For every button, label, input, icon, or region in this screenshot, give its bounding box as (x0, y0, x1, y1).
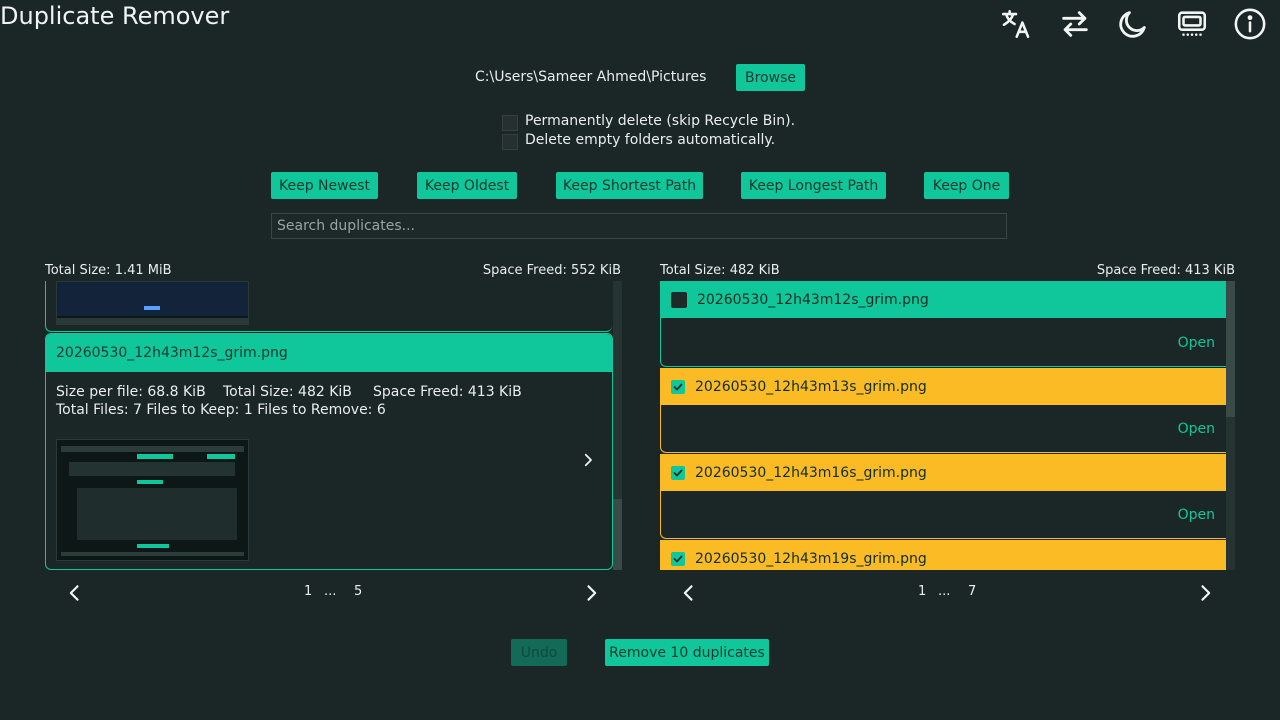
file-item-header[interactable]: 20260530_12h43m12s_grim.png (661, 281, 1227, 318)
permanent-delete-checkbox[interactable] (502, 115, 518, 131)
undo-button[interactable]: Undo (511, 639, 567, 666)
left-page-ellipsis: ... (324, 584, 337, 599)
file-item-header[interactable]: 20260530_12h43m13s_grim.png (661, 368, 1227, 405)
keep-longest-path-button[interactable]: Keep Longest Path (741, 172, 886, 199)
app-title: Duplicate Remover (0, 2, 230, 30)
file-item[interactable]: 20260530_12h43m12s_grim.png Open (660, 281, 1227, 367)
right-page-last[interactable]: 7 (968, 584, 977, 599)
previous-group-card[interactable] (45, 281, 612, 332)
group-space-freed: Space Freed: 413 KiB (373, 384, 522, 400)
file-checkbox[interactable] (671, 291, 687, 308)
delete-empty-folders-label: Delete empty folders automatically. (525, 132, 776, 148)
browse-button[interactable]: Browse (736, 64, 805, 91)
right-page-ellipsis: ... (938, 584, 951, 599)
group-thumbnail (56, 439, 249, 561)
file-item-header[interactable]: 20260530_12h43m16s_grim.png (661, 454, 1227, 491)
open-link[interactable]: Open (1177, 507, 1215, 523)
open-link[interactable]: Open (1177, 335, 1215, 351)
file-item-header[interactable]: 20260530_12h43m19s_grim.png (661, 540, 1227, 570)
left-page-last[interactable]: 5 (354, 584, 363, 599)
group-total-size: Total Size: 482 KiB (223, 384, 352, 400)
group-file-counts: Total Files: 7 Files to Keep: 1 Files to… (56, 402, 386, 418)
file-name: 20260530_12h43m19s_grim.png (695, 550, 927, 567)
left-scrollbar[interactable] (613, 281, 622, 570)
file-name: 20260530_12h43m13s_grim.png (695, 378, 927, 395)
file-checkbox-checked[interactable] (671, 379, 685, 394)
translate-icon[interactable] (998, 6, 1034, 42)
search-input[interactable] (271, 213, 1007, 239)
keep-newest-button[interactable]: Keep Newest (271, 172, 378, 199)
right-prev-page-icon[interactable] (674, 578, 704, 608)
right-scrollbar[interactable] (1226, 281, 1235, 570)
keep-shortest-path-button[interactable]: Keep Shortest Path (556, 172, 703, 199)
file-name: 20260530_12h43m16s_grim.png (695, 464, 927, 481)
permanent-delete-label: Permanently delete (skip Recycle Bin). (525, 113, 796, 129)
file-item[interactable]: 20260530_12h43m13s_grim.png Open (660, 368, 1227, 453)
keep-one-button[interactable]: Keep One (924, 172, 1009, 199)
right-scrollbar-thumb[interactable] (1226, 281, 1235, 417)
previous-group-thumbnail (56, 281, 249, 325)
right-space-freed: Space Freed: 413 KiB (1096, 263, 1235, 278)
moon-icon[interactable] (1115, 6, 1151, 42)
left-scrollbar-thumb[interactable] (613, 499, 622, 570)
swap-icon[interactable] (1057, 6, 1093, 42)
left-page-first[interactable]: 1 (304, 584, 313, 599)
right-page-first[interactable]: 1 (918, 584, 927, 599)
thumbnail-next-icon[interactable] (576, 448, 600, 472)
monitor-icon[interactable] (1174, 6, 1210, 42)
keep-oldest-button[interactable]: Keep Oldest (417, 172, 517, 199)
duplicate-groups-list[interactable]: 20260530_12h43m12s_grim.png Size per fil… (45, 281, 622, 570)
left-prev-page-icon[interactable] (60, 578, 90, 608)
remove-duplicates-button[interactable]: Remove 10 duplicates (605, 639, 769, 666)
folder-path: C:\Users\Sameer Ahmed\Pictures (475, 69, 707, 85)
right-total-size: Total Size: 482 KiB (660, 263, 780, 278)
group-name: 20260530_12h43m12s_grim.png (46, 334, 612, 372)
duplicate-group-card[interactable]: 20260530_12h43m12s_grim.png Size per fil… (45, 333, 613, 570)
file-checkbox-checked[interactable] (671, 465, 685, 480)
left-next-page-icon[interactable] (576, 578, 606, 608)
file-item[interactable]: 20260530_12h43m19s_grim.png (660, 540, 1227, 570)
group-size-per-file: Size per file: 68.8 KiB (56, 384, 206, 400)
right-next-page-icon[interactable] (1190, 578, 1220, 608)
file-name: 20260530_12h43m12s_grim.png (697, 291, 929, 308)
info-icon[interactable] (1232, 6, 1268, 42)
file-item[interactable]: 20260530_12h43m16s_grim.png Open (660, 454, 1227, 539)
delete-empty-folders-checkbox[interactable] (502, 134, 518, 150)
left-total-size: Total Size: 1.41 MiB (45, 263, 172, 278)
file-checkbox-checked[interactable] (671, 551, 685, 566)
open-link[interactable]: Open (1177, 421, 1215, 437)
left-space-freed: Space Freed: 552 KiB (482, 263, 621, 278)
